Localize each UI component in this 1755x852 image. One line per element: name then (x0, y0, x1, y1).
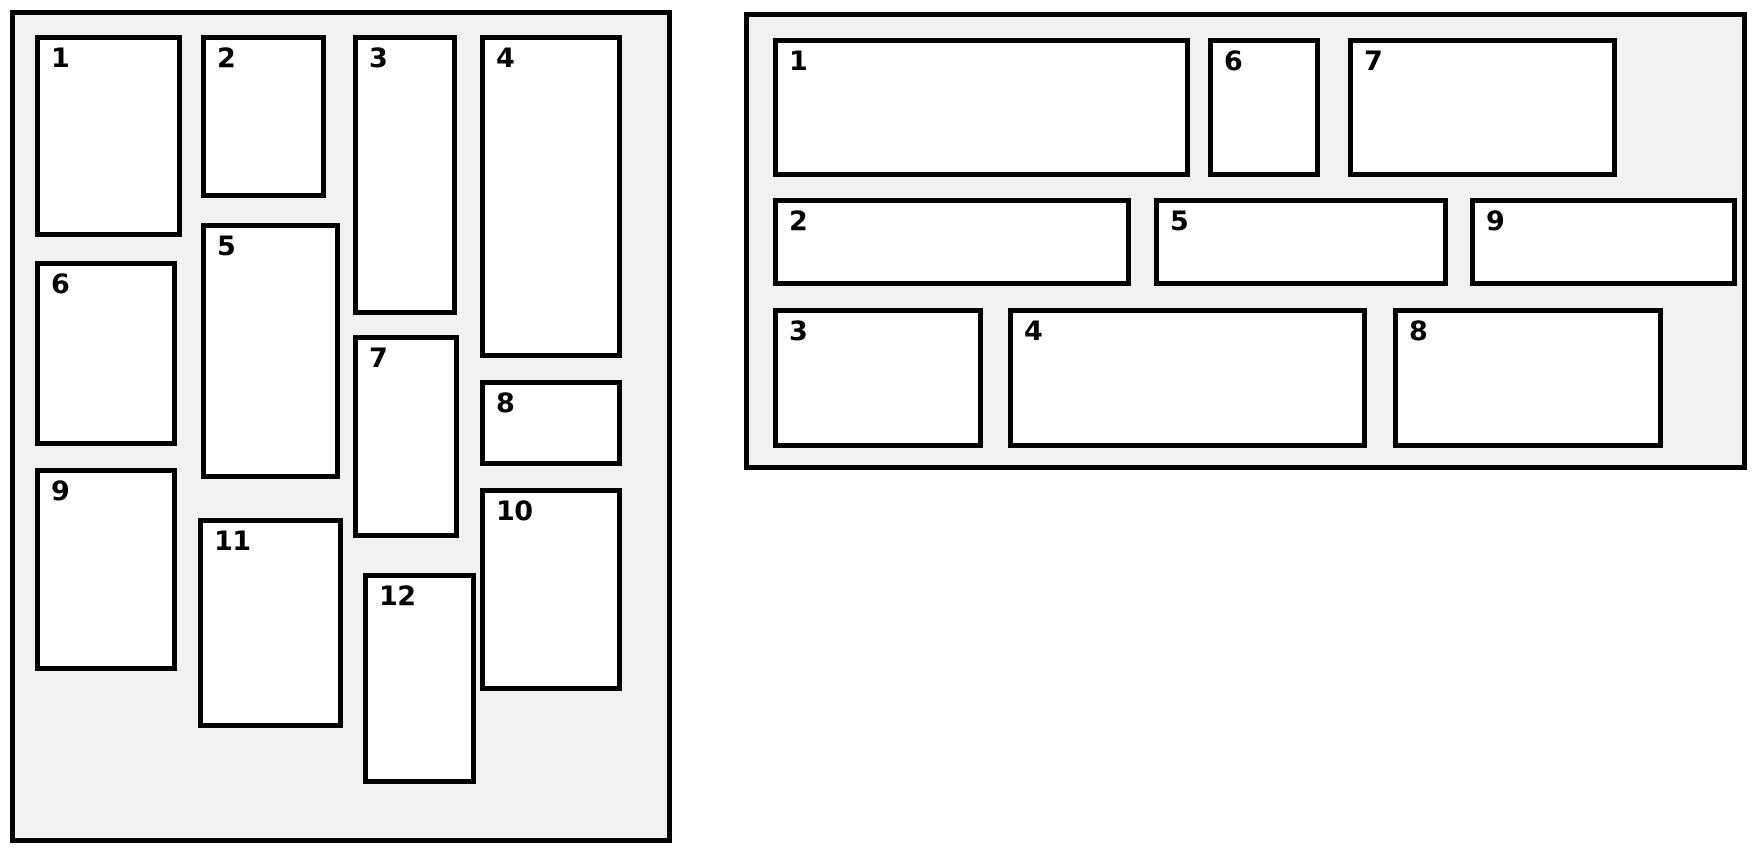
block-label: 3 (369, 43, 388, 74)
block-label: 3 (789, 316, 808, 347)
block-label: 8 (496, 388, 515, 419)
block-label: 1 (789, 46, 808, 77)
block-label: 2 (789, 206, 808, 237)
block-6[interactable]: 6 (1208, 38, 1320, 177)
block-4[interactable]: 4 (1008, 308, 1367, 448)
block-2[interactable]: 2 (773, 198, 1131, 286)
block-9[interactable]: 9 (1470, 198, 1737, 286)
block-5[interactable]: 5 (1154, 198, 1448, 286)
block-label: 5 (1170, 206, 1189, 237)
block-1[interactable]: 1 (35, 35, 182, 237)
block-3[interactable]: 3 (353, 35, 457, 315)
block-label: 11 (214, 526, 251, 557)
block-8[interactable]: 8 (1393, 308, 1663, 448)
block-label: 12 (379, 581, 416, 612)
block-label: 4 (1024, 316, 1043, 347)
block-10[interactable]: 10 (480, 488, 622, 691)
block-label: 10 (496, 496, 533, 527)
block-8[interactable]: 8 (480, 380, 622, 466)
block-9[interactable]: 9 (35, 468, 177, 671)
block-7[interactable]: 7 (1348, 38, 1617, 177)
block-4[interactable]: 4 (480, 35, 622, 358)
block-3[interactable]: 3 (773, 308, 983, 448)
block-1[interactable]: 1 (773, 38, 1190, 177)
block-label: 9 (1486, 206, 1505, 237)
block-label: 5 (217, 231, 236, 262)
block-11[interactable]: 11 (198, 518, 343, 728)
block-7[interactable]: 7 (353, 335, 459, 538)
block-label: 8 (1409, 316, 1428, 347)
block-label: 6 (51, 269, 70, 300)
block-label: 7 (369, 343, 388, 374)
block-6[interactable]: 6 (35, 261, 177, 446)
block-label: 1 (51, 43, 70, 74)
block-label: 2 (217, 43, 236, 74)
block-5[interactable]: 5 (201, 223, 340, 479)
block-label: 9 (51, 476, 70, 507)
block-label: 6 (1224, 46, 1243, 77)
right-panel: 1 6 7 2 5 9 3 4 8 (744, 12, 1747, 470)
block-2[interactable]: 2 (201, 35, 326, 198)
block-label: 4 (496, 43, 515, 74)
block-label: 7 (1364, 46, 1383, 77)
block-12[interactable]: 12 (363, 573, 476, 784)
